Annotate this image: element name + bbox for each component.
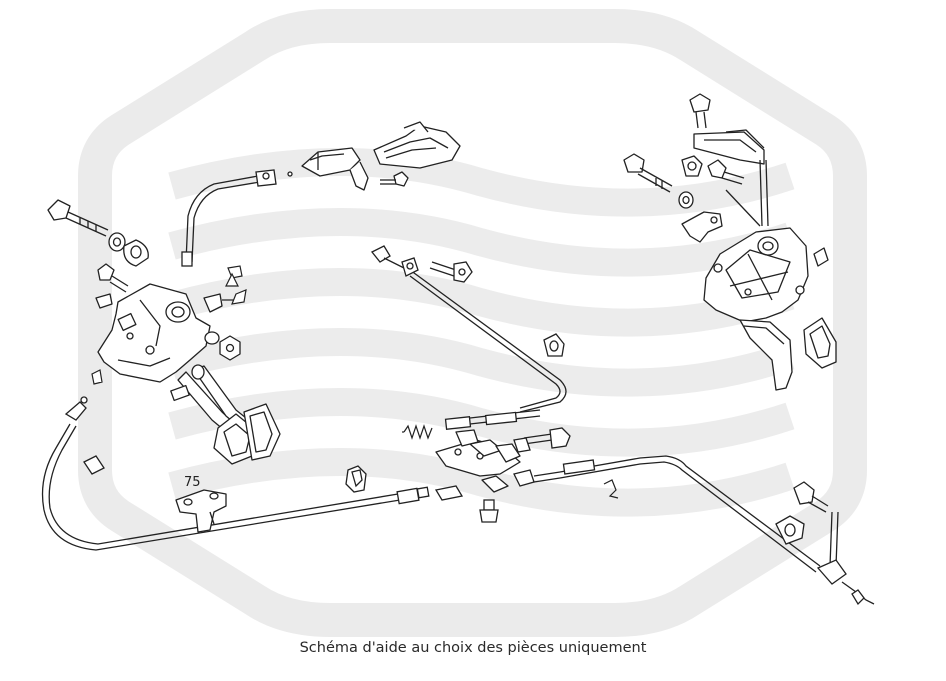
- center-rod: [370, 245, 567, 413]
- part-75-bracket: [175, 489, 227, 533]
- center-hook: [603, 479, 619, 499]
- center-bolt-2: [523, 427, 571, 449]
- center-small-nut: [513, 437, 531, 453]
- left-clip-lower: [225, 272, 239, 287]
- left-small-clips: [91, 265, 247, 385]
- diagram-caption: Schéma d'aide au choix des pièces unique…: [299, 640, 647, 656]
- callout-label: 75: [184, 475, 201, 490]
- left-clip: [95, 293, 113, 309]
- right-screw: [707, 159, 745, 185]
- center-grommet: [543, 333, 565, 357]
- center-cable: [444, 409, 541, 430]
- right-top-bolt: [689, 93, 711, 129]
- center-spring: [402, 424, 433, 440]
- right-pedal-pad: [803, 317, 837, 369]
- upper-brackets: [301, 121, 461, 191]
- left-small-screw: [97, 263, 129, 293]
- upper-bracket-large: [373, 125, 461, 169]
- right-clip: [681, 211, 723, 243]
- center-bolt: [429, 261, 473, 283]
- right-bushing: [775, 515, 805, 545]
- right-long-bolt: [623, 153, 673, 193]
- left-pedal-assembly: [47, 199, 281, 465]
- right-pedal-bracket: [703, 227, 809, 323]
- top-left-cable: [181, 169, 293, 267]
- center-connector: [513, 469, 561, 487]
- center-bushing: [345, 465, 367, 493]
- right-pedal-arm: [739, 319, 793, 391]
- left-pedal-pad-2: [243, 403, 281, 461]
- center-lever-plate: [435, 429, 521, 493]
- watermark-logo: [78, 9, 867, 637]
- upper-screw: [380, 171, 409, 187]
- left-long-bolt: [47, 199, 109, 237]
- right-bolt: [793, 481, 829, 513]
- center-stud: [479, 499, 499, 523]
- lower-cable-loop: [41, 396, 464, 551]
- right-link-rod: [725, 159, 769, 227]
- right-pedal-assembly: [623, 93, 837, 391]
- right-cable: [559, 455, 875, 606]
